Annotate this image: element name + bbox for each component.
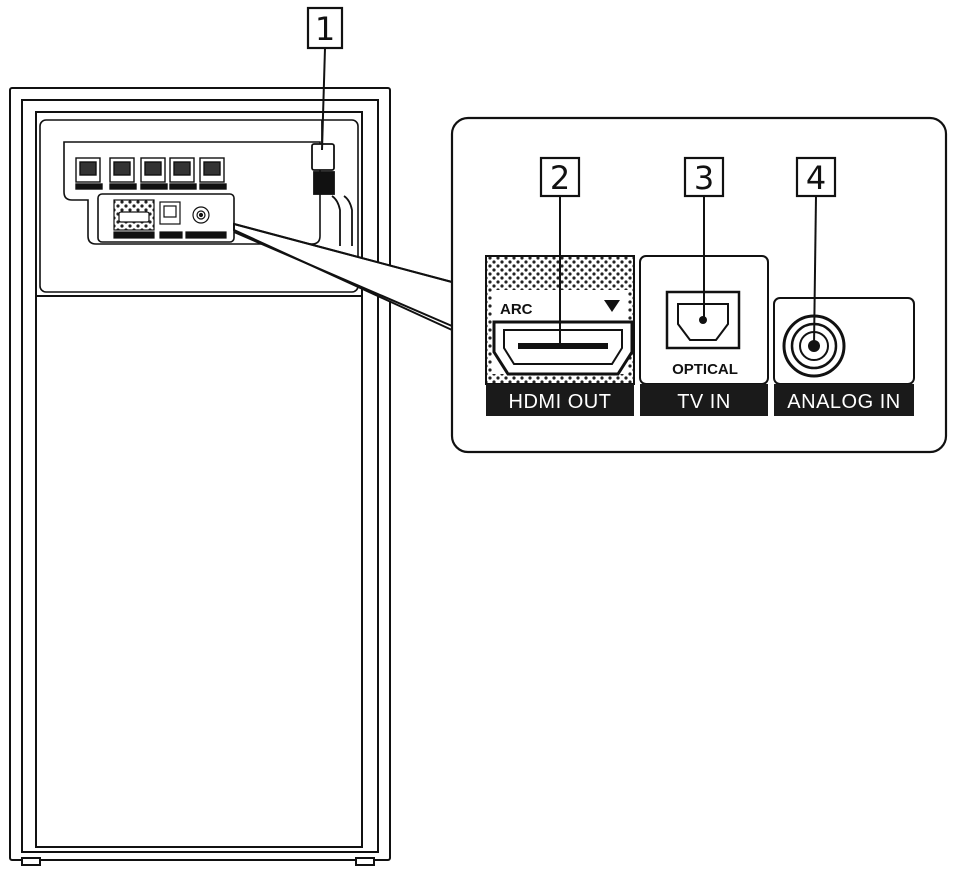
triangle-down-icon <box>604 300 620 312</box>
speaker-terminal-icon[interactable] <box>140 157 168 190</box>
arc-label: ARC <box>500 301 533 318</box>
hdmi-port-icon[interactable] <box>492 320 634 376</box>
callout-4-number: 4 <box>806 159 826 197</box>
callout-2-number: 2 <box>550 159 570 197</box>
speaker-terminal-icon[interactable] <box>109 157 137 190</box>
callout-4: 4 <box>795 156 837 198</box>
callout-3-number: 3 <box>694 159 714 197</box>
tv-in-label: TV IN <box>677 391 731 413</box>
optical-label: OPTICAL <box>672 361 738 378</box>
callout-leaders <box>321 47 817 347</box>
speaker-terminal-icon[interactable] <box>169 157 197 190</box>
hdmi-out-label: HDMI OUT <box>509 391 612 413</box>
mini-ports <box>113 199 227 239</box>
analog-in-label: ANALOG IN <box>787 391 900 413</box>
speaker-terminals <box>75 157 227 190</box>
zoom-leader-lines <box>233 222 453 332</box>
speaker-terminal-icon[interactable] <box>199 157 227 190</box>
speaker-terminal-icon[interactable] <box>75 157 103 190</box>
callout-3: 3 <box>683 156 725 198</box>
terminal-panel <box>39 119 359 293</box>
callout-1: 1 <box>306 6 344 50</box>
power-cable-connector <box>311 120 353 246</box>
analog-in-section: ANALOG IN <box>773 297 915 416</box>
callout-1-number: 1 <box>315 10 335 48</box>
unit-body <box>9 87 391 866</box>
callout-2: 2 <box>539 156 581 198</box>
